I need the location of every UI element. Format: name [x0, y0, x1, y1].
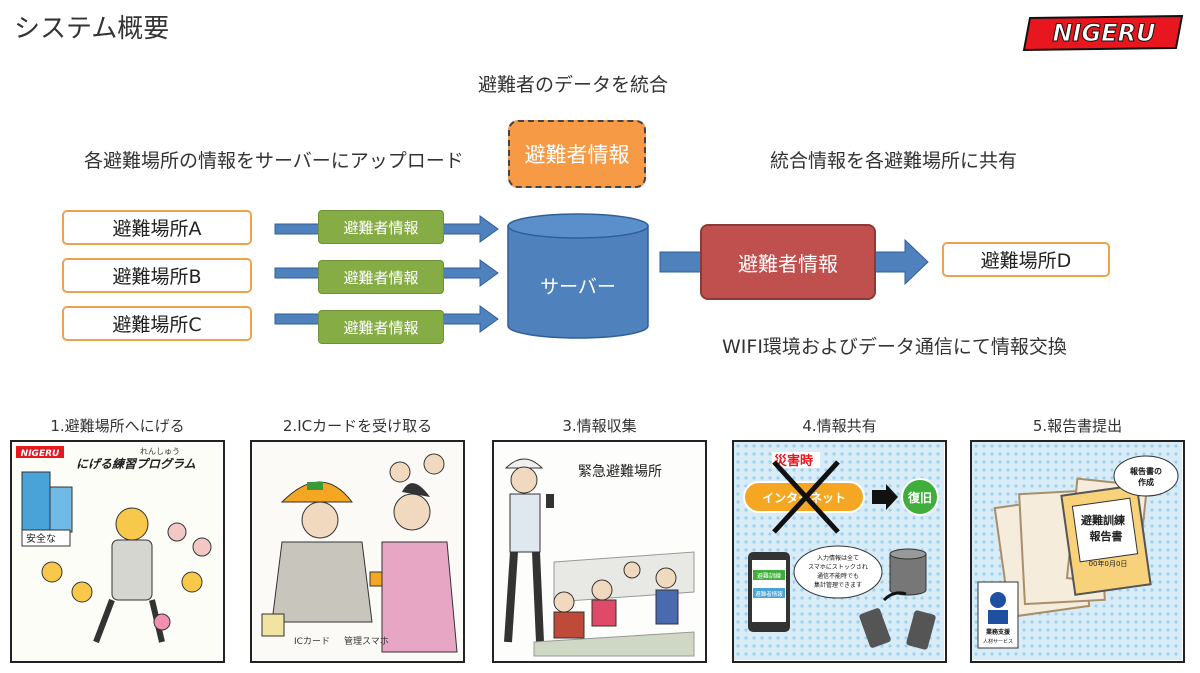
panel1-ruby: れんしゅう	[140, 447, 180, 456]
caption-integrate: 避難者のデータを統合	[478, 74, 669, 96]
panel4-note-1: 入力情報は全て	[817, 554, 859, 562]
shelter-b: 避難場所B	[62, 258, 252, 293]
shelter-a: 避難場所A	[62, 210, 252, 245]
svg-text:NIGERU: NIGERU	[1052, 19, 1155, 47]
evacuee-info-tag-c: 避難者情報	[318, 310, 444, 344]
nigeru-logo: NIGERU	[1022, 14, 1184, 52]
panel1-sign: 安全な	[26, 532, 56, 545]
panel4-disaster: 災害時	[774, 453, 813, 469]
panel4-note-2: スマホにストックされ	[808, 564, 868, 571]
step-2-illustration: ICカード 管理スマホ	[250, 440, 465, 663]
step-3-illustration: 緊急避難場所	[492, 440, 707, 663]
shelter-d: 避難場所D	[942, 242, 1110, 277]
caption-wifi: WIFI環境およびデータ通信にて情報交換	[722, 336, 1067, 358]
step-4-label: 4.情報共有	[802, 417, 877, 435]
panel4-info: 避難者情報	[755, 590, 783, 598]
step-1-label: 1.避難場所へにげる	[50, 417, 185, 435]
panel2-phone: 管理スマホ	[344, 635, 389, 647]
step-5-illustration: 避難訓練 報告書 00年0月0日 報告書の 作成 業務支援 人材サービス	[970, 440, 1185, 663]
caption-upload: 各避難場所の情報をサーバーにアップロード	[84, 150, 464, 172]
flow-arrows	[274, 213, 929, 339]
step-5-label: 5.報告書提出	[1032, 417, 1123, 435]
panel5-drill: 避難訓練	[1081, 513, 1125, 527]
panel5-report: 報告書	[1090, 529, 1123, 543]
panel3-caption: 緊急避難場所	[578, 464, 662, 480]
panel4-restored: 復旧	[907, 490, 932, 505]
step-3-label: 3.情報収集	[562, 417, 637, 435]
panel4-note-4: 集計管理できます	[814, 581, 862, 589]
panel5-bubble-1: 報告書の	[1130, 466, 1162, 476]
step-4-illustration: 災害時 インターネット 復旧 避難訓練 避難者情報 入力情報は全て スマホにスト…	[732, 440, 947, 663]
panel1-logo: NIGERU	[21, 449, 60, 459]
panel1-program: にげる練習プログラム	[76, 457, 196, 471]
panel2-ic-card: ICカード	[294, 636, 330, 647]
evacuee-info-tag-b: 避難者情報	[318, 260, 444, 294]
panel5-badge-1: 業務支援	[985, 628, 1011, 636]
panel4-note-3: 通信不能時でも	[817, 572, 859, 580]
shelter-c: 避難場所C	[62, 306, 252, 341]
panel5-bubble-2: 作成	[1138, 477, 1154, 487]
panel5-badge-2: 人材サービス	[983, 638, 1013, 645]
evacuee-info-tag-a: 避難者情報	[318, 210, 444, 244]
panel5-date: 00年0月0日	[1089, 559, 1128, 568]
integrated-evacuee-info: 避難者情報	[508, 120, 646, 188]
step-1-illustration: NIGERU れんしゅう にげる練習プログラム 安全な	[10, 440, 225, 663]
server-label: サーバー	[540, 276, 616, 298]
shared-evacuee-info: 避難者情報	[700, 224, 876, 300]
caption-share: 統合情報を各避難場所に共有	[770, 150, 1018, 172]
step-2-label: 2.ICカードを受け取る	[282, 417, 433, 435]
page-title: システム概要	[14, 14, 170, 44]
panel4-drill: 避難訓練	[757, 572, 781, 580]
server-cylinder	[507, 213, 649, 339]
